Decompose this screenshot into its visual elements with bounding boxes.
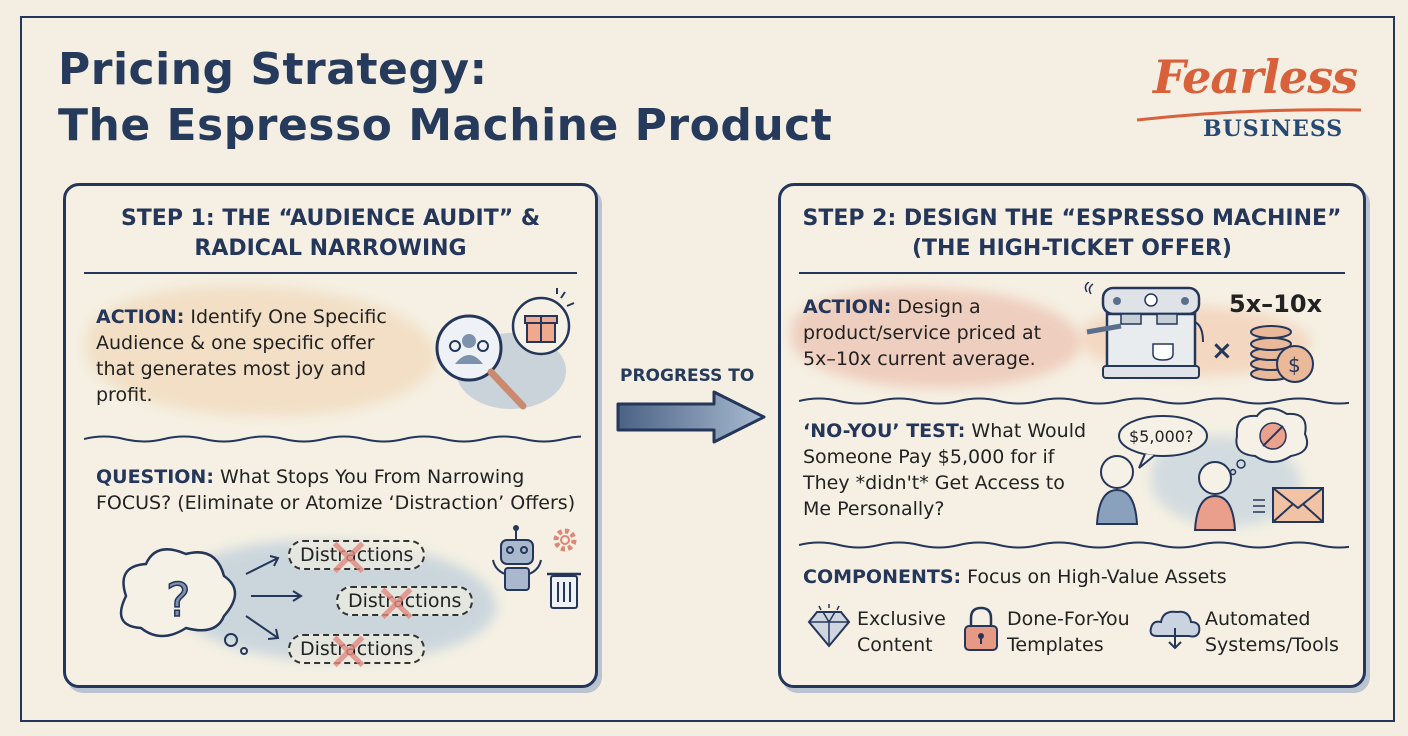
question-text: What Stops You From Narrowing FOCUS? (El… — [96, 466, 576, 514]
espresso-machine-icon — [1084, 282, 1204, 379]
action-label: ACTION: — [803, 296, 892, 318]
action-label: ACTION: — [96, 306, 185, 328]
peach-wash — [86, 286, 436, 416]
distraction-offer: Distractions — [336, 586, 474, 616]
wavy-divider — [799, 541, 1349, 549]
person-icon — [1193, 461, 1237, 531]
right-arrow-icon — [616, 390, 766, 444]
cross-out-icon: ✕ — [326, 527, 372, 590]
component-line2: Templates — [1007, 634, 1104, 656]
lock-icon — [964, 606, 998, 651]
speech-bubble-icon — [1118, 415, 1208, 469]
step2-heading: STEP 2: DESIGN THE “ESPRESSO MACHINE” (T… — [781, 204, 1363, 264]
step1-action: ACTION: Identify One Specific Audience &… — [96, 304, 396, 408]
step1-heading-line1: STEP 1: THE “AUDIENCE AUDIT” & — [120, 206, 541, 231]
distraction-offer: Distractions — [288, 634, 426, 664]
step2-panel: STEP 2: DESIGN THE “ESPRESSO MACHINE” (T… — [778, 183, 1366, 688]
action-text: Identify One Specific Audience & one spe… — [96, 306, 387, 406]
coral-wash — [791, 288, 1081, 388]
title-line-2: The Espresso Machine Product — [58, 100, 833, 151]
wavy-divider — [799, 397, 1349, 405]
divider — [84, 272, 577, 274]
components-label: COMPONENTS: — [803, 566, 962, 588]
svg-text:?: ? — [166, 573, 190, 627]
person-icon — [1095, 455, 1139, 525]
svg-text:$: $ — [1288, 353, 1301, 377]
component-item: Done-For-You Templates — [1007, 606, 1130, 658]
step1-heading: STEP 1: THE “AUDIENCE AUDIT” & RADICAL N… — [66, 204, 595, 264]
divider — [799, 272, 1345, 274]
no-you-text: What Would Someone Pay $5,000 for if The… — [803, 420, 1087, 520]
components-text: Focus on High-Value Assets — [967, 566, 1227, 588]
no-face-thought-icon — [1229, 407, 1309, 476]
gear-icon — [553, 528, 577, 552]
question-label: QUESTION: — [96, 466, 214, 488]
cloud-download-icon — [1149, 610, 1201, 650]
cross-out-icon: ✕ — [374, 573, 420, 636]
component-line2: Content — [857, 634, 933, 656]
times-sign: × — [1211, 336, 1233, 366]
cross-out-icon: ✕ — [326, 621, 372, 684]
component-line2: Systems/Tools — [1205, 634, 1339, 656]
step1-panel: STEP 1: THE “AUDIENCE AUDIT” & RADICAL N… — [63, 183, 598, 688]
step1-heading-line2: RADICAL NARROWING — [194, 236, 467, 261]
step2-heading-line2: (THE HIGH-TICKET OFFER) — [912, 236, 1232, 261]
title-line-1: Pricing Strategy: — [58, 44, 488, 95]
no-you-label: ‘NO-YOU’ TEST: — [803, 420, 966, 442]
step2-heading-line1: STEP 2: DESIGN THE “ESPRESSO MACHINE” — [802, 206, 1342, 231]
magnifier-audience-icon — [435, 288, 575, 410]
component-line1: Done-For-You — [1007, 608, 1130, 630]
no-you-illustration: $5,000? — [1095, 407, 1324, 531]
action-text: Design a product/service priced at 5x–10… — [803, 296, 1042, 370]
page-title: Pricing Strategy: The Espresso Machine P… — [58, 42, 832, 154]
component-line1: Automated — [1205, 608, 1311, 630]
component-item: Exclusive Content — [857, 606, 946, 658]
logo-swash-icon — [1136, 108, 1362, 122]
bubble-text: $5,000? — [1129, 427, 1193, 446]
envelope-icon — [1253, 487, 1324, 523]
logo-script: Fearless — [1153, 50, 1358, 104]
coin-stack-icon: $ — [1250, 325, 1314, 383]
multiplier-label: 5x–10x — [1229, 290, 1323, 318]
no-you-test: ‘NO-YOU’ TEST: What Would Someone Pay $5… — [803, 418, 1093, 522]
components: COMPONENTS: Focus on High-Value Assets — [803, 564, 1323, 590]
wavy-divider — [84, 435, 581, 443]
thought-cloud-question-icon: ? — [119, 548, 303, 655]
logo: Fearless BUSINESS — [1135, 50, 1365, 150]
component-line1: Exclusive — [857, 608, 946, 630]
distraction-offer: Distractions — [288, 540, 426, 570]
step1-question: QUESTION: What Stops You From Narrowing … — [96, 464, 576, 516]
progress-to-label: PROGRESS TO — [620, 366, 755, 386]
robot-icon — [492, 525, 581, 609]
diamond-icon — [807, 604, 851, 648]
logo-word: BUSINESS — [1203, 116, 1344, 142]
trash-icon — [547, 572, 581, 609]
component-item: Automated Systems/Tools — [1205, 606, 1339, 658]
step2-action: ACTION: Design a product/service priced … — [803, 294, 1073, 372]
